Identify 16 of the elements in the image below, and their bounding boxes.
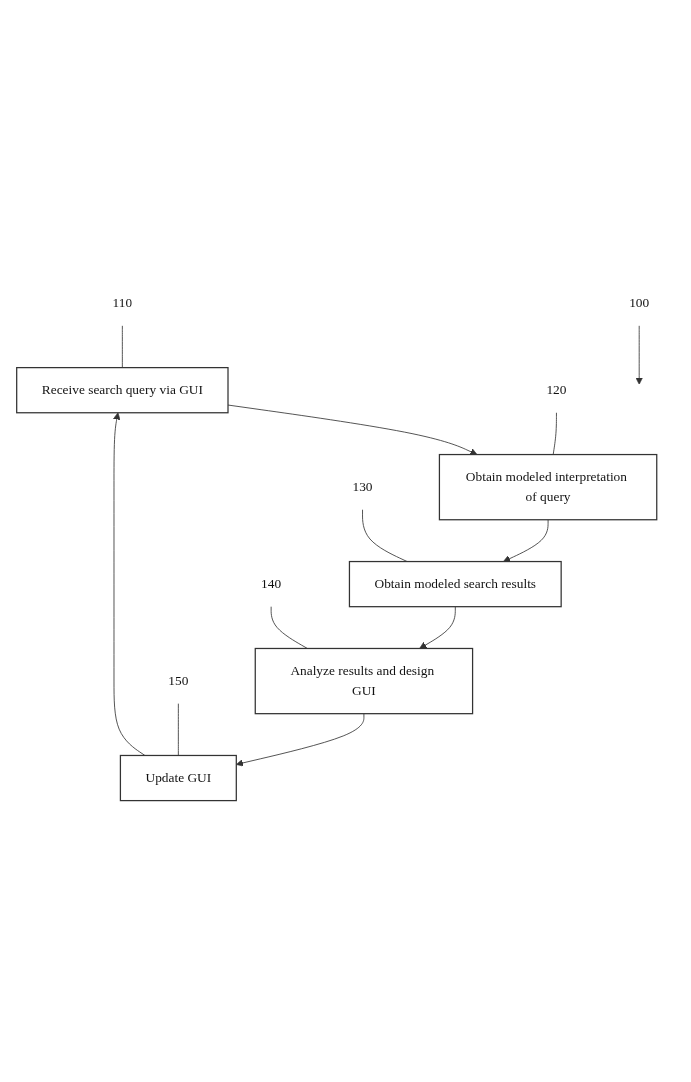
process-box: Analyze results and design GUI — [254, 648, 474, 715]
process-box: Obtain modeled interpretation of query — [438, 454, 658, 521]
leader-line — [177, 703, 179, 757]
process-box: Receive search query via GUI — [16, 367, 229, 414]
reference-numeral: 150 — [168, 673, 189, 689]
leader-line — [270, 606, 308, 650]
process-box: Obtain modeled search results — [348, 561, 562, 608]
leader-line — [121, 325, 123, 369]
reference-numeral: 100 — [629, 296, 650, 311]
reference-numeral: 110 — [112, 296, 133, 311]
reference-numeral: 140 — [261, 576, 282, 592]
process-box: Update GUI — [119, 755, 237, 802]
leader-line — [362, 509, 408, 563]
leader-line — [552, 412, 557, 456]
reference-numeral: 130 — [352, 479, 373, 495]
reference-numeral: 120 — [546, 383, 567, 398]
